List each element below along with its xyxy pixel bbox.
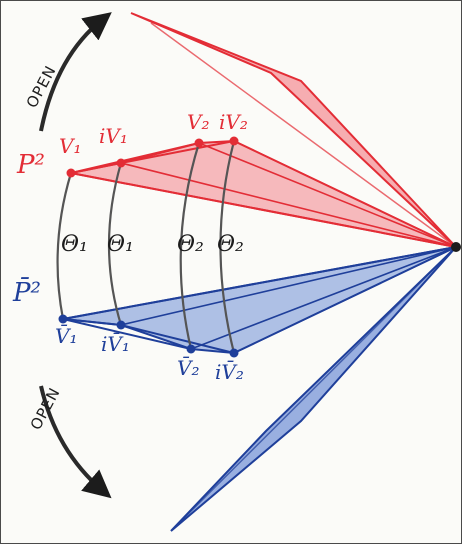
arc-theta2-a [179,142,201,350]
label-p2-blue: P̄² [12,276,41,308]
blue-top-edge [62,318,122,326]
vertex-v2 [194,138,204,148]
vertex-iv2-bar [229,348,239,358]
red-ray-iv2 [233,140,457,248]
label-iv1: iV₁ [99,124,128,148]
label-p2-red: P² [16,150,45,180]
label-iv2-bar: iV̄₂ [215,359,244,384]
curved-arrow-down-icon [39,385,112,499]
red-top-edge-b [120,140,235,164]
label-theta2-b: Θ₂ [217,232,244,257]
label-theta1-a: Θ₁ [61,232,88,257]
red-ray-v2 [198,142,457,248]
open-label-bottom: OPEN [27,384,64,433]
red-ray-iv1 [120,162,457,248]
curved-arrow-up-icon [39,12,112,132]
arc-theta2-b [219,140,236,354]
vertex-v1 [66,168,76,178]
blue-ray-v1 [62,246,457,320]
vertex-iv1 [116,158,126,168]
apex-point [451,242,461,252]
label-iv2: iV₂ [219,110,248,134]
blue-ray-iv2 [233,246,457,354]
vertex-iv1-bar [116,320,126,330]
blue-ray-iv1 [120,246,457,326]
red-bottom-edge [70,162,122,174]
label-v1-bar: V̄₁ [55,323,77,348]
label-theta2-a: Θ₂ [177,232,204,257]
vertex-iv2 [229,136,239,146]
red-upper-flap-edge [150,22,457,248]
vertex-v2-bar [186,344,196,354]
label-v1: V₁ [59,134,81,158]
blue-bottom-edge-a [62,318,192,350]
label-v2-bar: V̄₂ [177,355,199,380]
blue-bottom-edge-b [120,324,235,354]
red-ray-v1 [70,172,457,248]
blue-lower-flap-edge [170,246,457,532]
label-iv1-bar: iV̄₁ [101,331,130,356]
arc-theta1-b [107,162,123,326]
blue-ray-v2 [190,246,457,350]
label-v2: V₂ [187,110,209,134]
vertex-v1-bar [58,314,68,324]
arc-theta1-a [56,172,73,320]
label-theta1-b: Θ₁ [107,232,134,257]
